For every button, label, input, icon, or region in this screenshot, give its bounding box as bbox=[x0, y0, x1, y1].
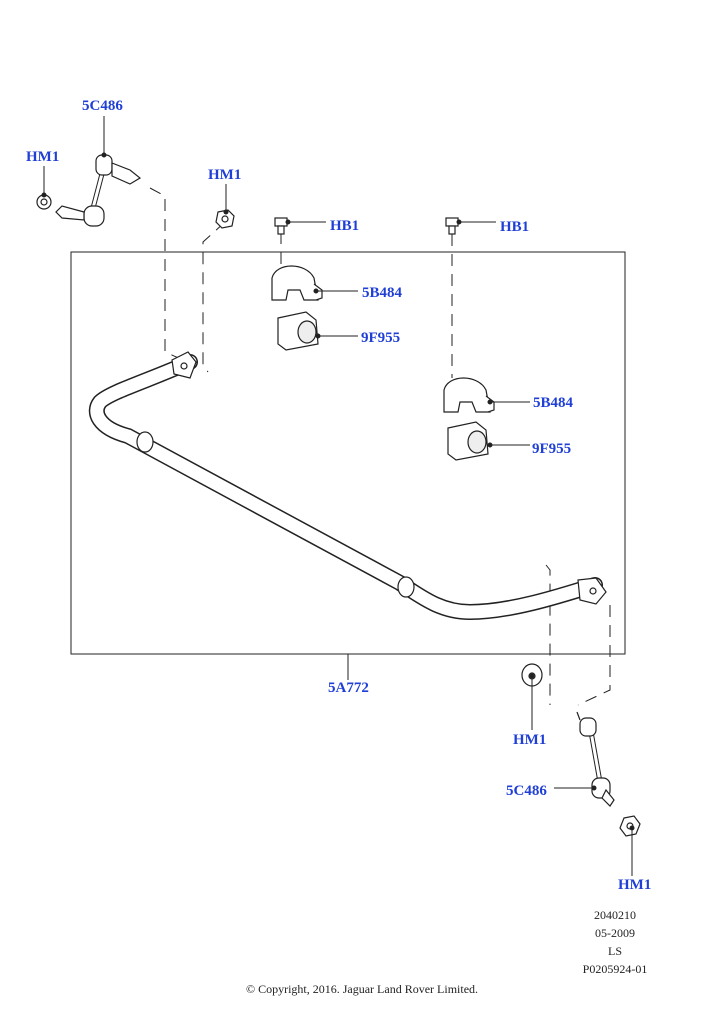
callout-5b484-left[interactable]: 5B484 bbox=[362, 285, 403, 301]
callout-hm1-right-bottom[interactable]: HM1 bbox=[618, 877, 652, 893]
leader-lines bbox=[41, 116, 635, 876]
clamp-right bbox=[443, 377, 495, 413]
callout-5c486-right[interactable]: 5C486 bbox=[506, 783, 547, 799]
bush-left bbox=[277, 311, 319, 351]
drop-link-right bbox=[576, 711, 615, 807]
clamp-left bbox=[271, 265, 323, 301]
assembly-dash-lines bbox=[149, 187, 611, 706]
nut-right-bottom bbox=[619, 815, 641, 837]
diagram-date: 05-2009 bbox=[595, 926, 635, 940]
copyright-notice: © Copyright, 2016. Jaguar Land Rover Lim… bbox=[245, 982, 479, 996]
nut-left-mid bbox=[215, 209, 235, 229]
diagram-model: LS bbox=[607, 944, 622, 958]
bush-right bbox=[447, 421, 489, 461]
callout-hb1-left[interactable]: HB1 bbox=[330, 218, 360, 234]
diagram-code: 2040210 bbox=[594, 908, 636, 922]
stabilizer-bar bbox=[88, 351, 607, 621]
callout-5c486-left[interactable]: 5C486 bbox=[82, 98, 123, 114]
callout-hm1-left-top[interactable]: HM1 bbox=[26, 149, 60, 165]
bolt-left bbox=[274, 217, 288, 235]
callout-9f955-right[interactable]: 9F955 bbox=[532, 441, 572, 457]
diagram-ref: P0205924-01 bbox=[582, 962, 648, 976]
drop-link-left bbox=[36, 154, 142, 227]
callout-9f955-left[interactable]: 9F955 bbox=[361, 330, 401, 346]
callout-hm1-right-mid[interactable]: HM1 bbox=[513, 732, 547, 748]
callout-5b484-right[interactable]: 5B484 bbox=[533, 395, 574, 411]
bolt-right bbox=[445, 217, 459, 235]
callout-hm1-left-mid[interactable]: HM1 bbox=[208, 167, 242, 183]
callout-5a772[interactable]: 5A772 bbox=[328, 680, 369, 696]
callout-hb1-right[interactable]: HB1 bbox=[500, 219, 530, 235]
